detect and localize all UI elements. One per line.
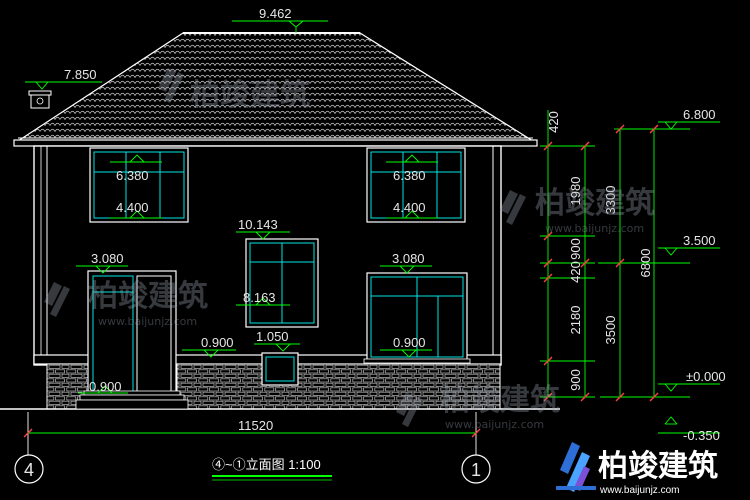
dimension-ticks (543, 124, 659, 402)
watermark-bottom: 柏竣建筑 www.baijunjz.com (396, 383, 560, 431)
elev-win-ul-bottom: 4.400 (116, 200, 149, 215)
elev-win-lr-top: 3.080 (392, 251, 425, 266)
dim-900-bottom: 900 (568, 369, 583, 391)
dim-3300: 3300 (603, 186, 618, 215)
watermark-url-right: www.baijunjz.com (545, 222, 644, 235)
watermark-left: 柏竣建筑 www.baijunjz.com (44, 279, 208, 328)
watermark-brand-top: 柏竣建筑 (190, 78, 310, 113)
elev-floor2: 3.500 (683, 233, 716, 248)
stone-plinth-right (176, 363, 501, 410)
watermark-brand-right: 柏竣建筑 (535, 186, 655, 221)
axis-bubble-right: 1 (461, 454, 491, 484)
watermark-top: 柏竣建筑 (158, 68, 310, 113)
watermark-logo-icon (44, 282, 70, 317)
axis-label-right: 1 (471, 460, 481, 480)
elev-outdoor: -0.350 (683, 428, 720, 443)
elev-win-ul-top: 6.380 (116, 168, 149, 183)
dim-420-top: 420 (546, 111, 561, 133)
elevation-labels: 9.462 7.850 6.800 3.500 ±0.000 -0.350 6.… (64, 6, 726, 443)
elev-ground: ±0.000 (686, 369, 726, 384)
watermark-logo-icon (500, 190, 526, 225)
elev-roof-top: 9.462 (259, 6, 292, 21)
elev-door-bottom: 0.900 (89, 379, 122, 394)
elev-small-win-bottom: 0.900 (201, 335, 234, 350)
elev-small-win-top: 1.050 (256, 329, 289, 344)
dimension-chain (540, 110, 660, 398)
entrance-door (75, 270, 189, 410)
dim-overall-width: 11520 (238, 418, 273, 433)
window-center-stair (245, 238, 319, 328)
eave-gutter (13, 139, 538, 147)
dim-1980: 1980 (568, 177, 583, 206)
drawing-title: ④~①立面图 1:100 (212, 457, 321, 472)
axis-bubble-left: 4 (14, 454, 44, 484)
horizontal-dimension: 11520 (23, 412, 481, 456)
elev-win-lr-bottom: 0.900 (393, 335, 426, 350)
dim-6800: 6800 (638, 249, 653, 278)
small-window (261, 352, 299, 386)
window-upper-left (89, 147, 189, 223)
elev-win-ur-top: 6.380 (393, 168, 426, 183)
elev-win-center-top: 10.143 (238, 217, 278, 232)
dim-2180: 2180 (568, 306, 583, 335)
dim-420-mid: 420 (568, 261, 583, 283)
watermark-logo-icon (158, 68, 184, 103)
watermark-brand-bottom: 柏竣建筑 (440, 383, 560, 418)
brand-logo-icon (556, 442, 596, 492)
elev-eave: 7.850 (64, 67, 97, 82)
watermark-url-bottom: www.baijunjz.com (445, 418, 544, 431)
roof (13, 32, 538, 147)
dimension-labels: 420 1980 900 420 2180 900 3300 3500 6800 (546, 111, 653, 391)
window-upper-right (366, 147, 466, 223)
watermark-url-left: www.baijunjz.com (98, 315, 197, 328)
axis-label-left: 4 (24, 460, 34, 480)
elev-door-top: 3.080 (91, 251, 124, 266)
dim-900-mid: 900 (568, 238, 583, 260)
brand-logo-text: 柏竣建筑 (598, 449, 718, 483)
elevation-markers (25, 20, 720, 434)
elev-win-ur-bottom: 4.400 (393, 200, 426, 215)
watermark-right: 柏竣建筑 www.baijunjz.com (500, 186, 655, 235)
brand-logo-url: www.baijunjz.com (599, 485, 679, 496)
drawing-title-block: ④~①立面图 1:100 (212, 457, 332, 481)
window-lower-right (363, 272, 471, 364)
brand-logo: 柏竣建筑 www.baijunjz.com (554, 440, 746, 496)
dim-3500: 3500 (603, 316, 618, 345)
elev-eave-right: 6.800 (683, 107, 716, 122)
elev-win-center-bottom: 8.163 (243, 290, 276, 305)
chimney (28, 90, 52, 109)
watermark-logo-icon (396, 392, 422, 427)
watermark-brand-left: 柏竣建筑 (88, 279, 208, 314)
